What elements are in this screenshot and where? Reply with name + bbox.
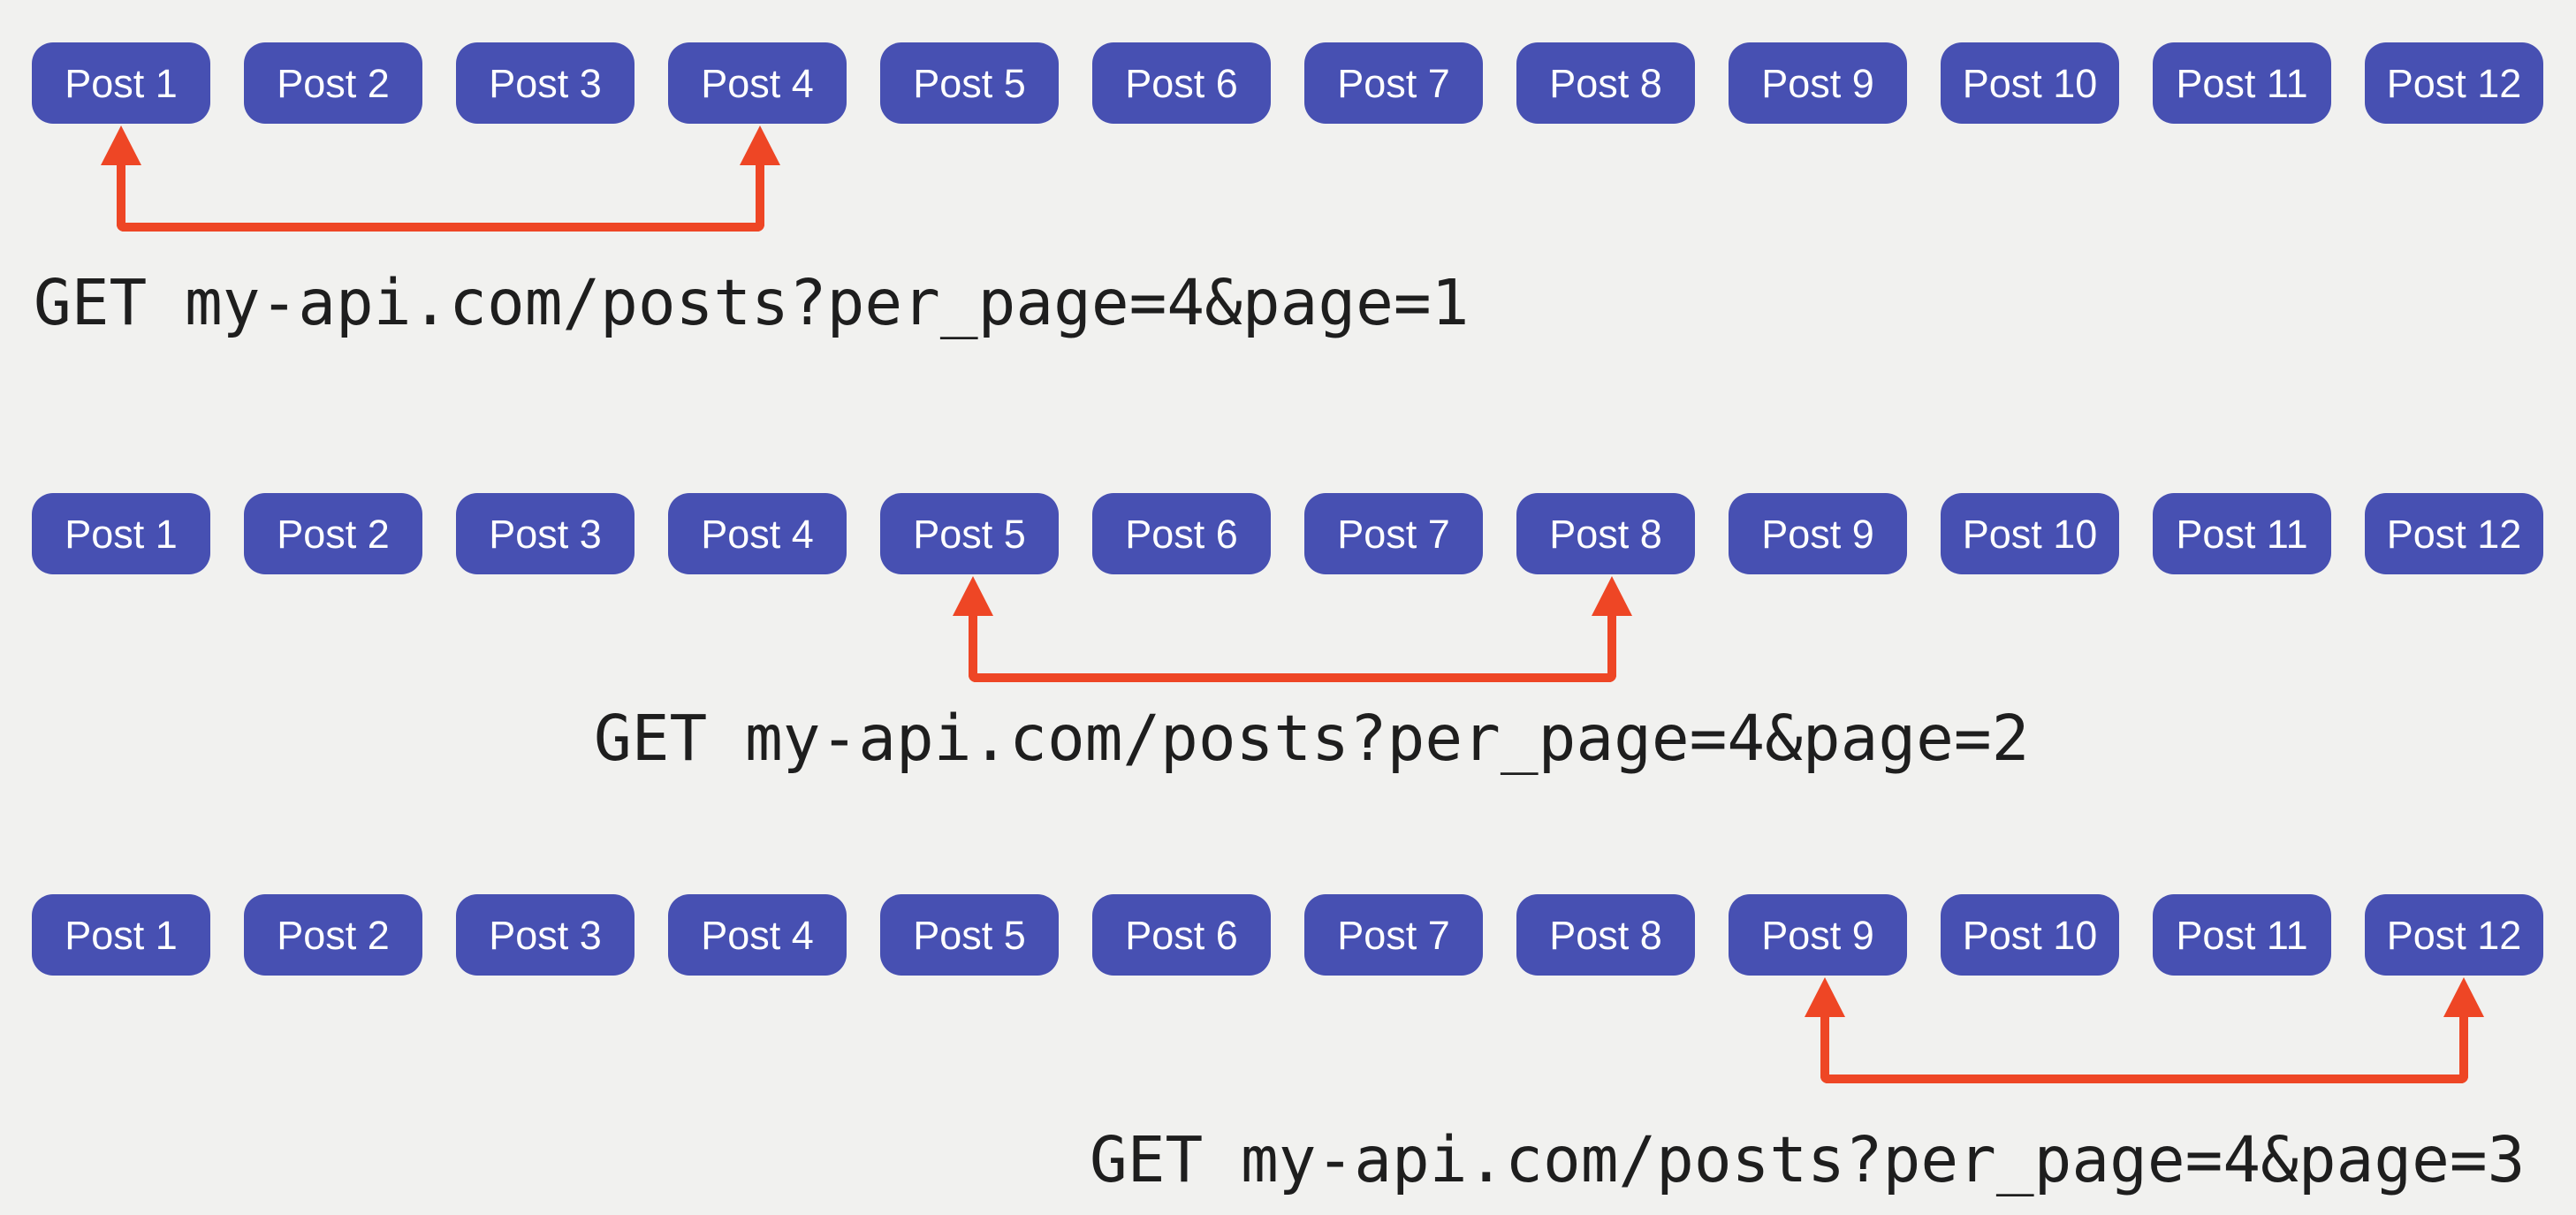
arrow-bracket bbox=[117, 163, 764, 232]
arrow-head-icon bbox=[740, 125, 780, 165]
post-button: Post 7 bbox=[1304, 42, 1483, 124]
post-button: Post 10 bbox=[1941, 493, 2119, 574]
post-button: Post 8 bbox=[1516, 493, 1695, 574]
request-text-page-2: GET my-api.com/posts?per_page=4&page=2 bbox=[594, 702, 2030, 775]
arrow-head-icon bbox=[1592, 576, 1632, 616]
post-button: Post 10 bbox=[1941, 894, 2119, 976]
post-button: Post 12 bbox=[2365, 493, 2543, 574]
post-button: Post 2 bbox=[244, 493, 422, 574]
post-button: Post 1 bbox=[32, 894, 210, 976]
request-text-page-3: GET my-api.com/posts?per_page=4&page=3 bbox=[1090, 1123, 2526, 1196]
arrow-head-icon bbox=[953, 576, 993, 616]
post-button: Post 5 bbox=[880, 493, 1059, 574]
post-button: Post 9 bbox=[1729, 493, 1907, 574]
arrow-head-icon bbox=[2443, 977, 2484, 1017]
post-button: Post 10 bbox=[1941, 42, 2119, 124]
post-button: Post 9 bbox=[1729, 894, 1907, 976]
arrow-bracket bbox=[1820, 1015, 2468, 1083]
post-button: Post 1 bbox=[32, 493, 210, 574]
post-button: Post 1 bbox=[32, 42, 210, 124]
post-button: Post 7 bbox=[1304, 894, 1483, 976]
post-button: Post 8 bbox=[1516, 42, 1695, 124]
post-button: Post 7 bbox=[1304, 493, 1483, 574]
post-row-page-1: Post 1 Post 2 Post 3 Post 4 Post 5 Post 6 Post… bbox=[0, 42, 2576, 124]
post-button: Post 2 bbox=[244, 42, 422, 124]
post-button: Post 5 bbox=[880, 894, 1059, 976]
post-button: Post 12 bbox=[2365, 42, 2543, 124]
post-row-page-2: Post 1 Post 2 Post 3 Post 4 Post 5 Post 6 Post… bbox=[0, 493, 2576, 574]
post-button: Post 9 bbox=[1729, 42, 1907, 124]
post-button: Post 4 bbox=[668, 894, 847, 976]
post-button: Post 3 bbox=[456, 42, 635, 124]
arrow-head-icon bbox=[1805, 977, 1845, 1017]
post-button: Post 8 bbox=[1516, 894, 1695, 976]
arrow-head-icon bbox=[101, 125, 141, 165]
post-button: Post 6 bbox=[1092, 493, 1271, 574]
post-button: Post 4 bbox=[668, 42, 847, 124]
post-button: Post 2 bbox=[244, 894, 422, 976]
post-row-page-3: Post 1 Post 2 Post 3 Post 4 Post 5 Post 6 Post… bbox=[0, 894, 2576, 976]
request-text-page-1: GET my-api.com/posts?per_page=4&page=1 bbox=[34, 266, 1470, 339]
post-button: Post 12 bbox=[2365, 894, 2543, 976]
post-button: Post 3 bbox=[456, 493, 635, 574]
arrow-bracket bbox=[969, 614, 1616, 682]
post-button: Post 11 bbox=[2153, 894, 2331, 976]
post-button: Post 4 bbox=[668, 493, 847, 574]
post-button: Post 11 bbox=[2153, 42, 2331, 124]
post-button: Post 3 bbox=[456, 894, 635, 976]
post-button: Post 6 bbox=[1092, 894, 1271, 976]
post-button: Post 6 bbox=[1092, 42, 1271, 124]
post-button: Post 5 bbox=[880, 42, 1059, 124]
post-button: Post 11 bbox=[2153, 493, 2331, 574]
